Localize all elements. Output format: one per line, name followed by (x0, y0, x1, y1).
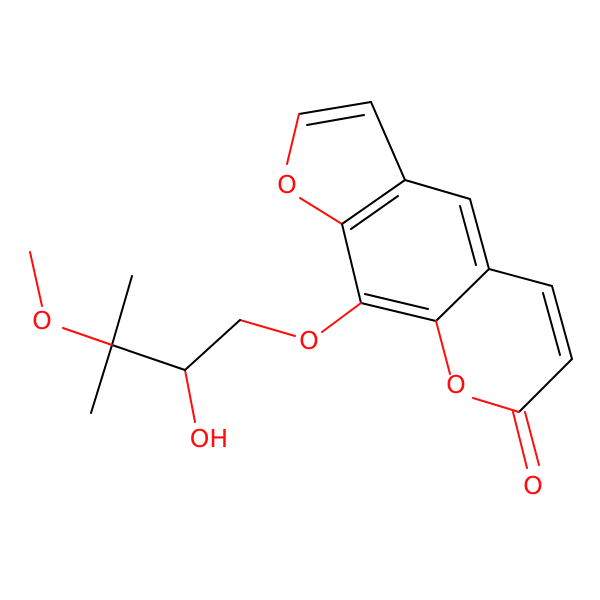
bond-c9-o-ether (321, 302, 362, 333)
bond-c8a-c9-double (364, 293, 429, 310)
bond-cquat-methyl-top (111, 275, 133, 346)
atom-label-o-methoxy: O (32, 306, 52, 335)
bond-c4-c4a (469, 198, 490, 270)
bond-ch2-choh (184, 319, 241, 371)
bond-c9-c7a (341, 223, 362, 304)
atom-label-o-ether: O (299, 326, 319, 355)
bond-c4-c4a-double (459, 205, 477, 266)
bond-o-methoxy-ch3 (29, 251, 43, 307)
bond-furan-c2-c3 (298, 101, 372, 115)
bond-group (29, 101, 573, 469)
bond-c3a-c7a (341, 179, 406, 225)
bond-furan-c3-c3a (370, 101, 406, 181)
atom-label-o-furan: O (277, 170, 297, 199)
bond-cquat-o-methoxy (62, 327, 113, 346)
bond-choh-oh (184, 369, 196, 423)
bond-choh-cquat (111, 344, 186, 371)
bond-o-furan-c2 (286, 113, 300, 165)
atom-label-o-lactone: O (446, 370, 466, 399)
bond-c4a-c8a (435, 268, 490, 322)
bond-c3a-c4 (404, 179, 471, 200)
bond-c8a-c9 (360, 302, 437, 322)
bond-cquat-methyl-bottom (90, 344, 113, 414)
bond-c6-c7 (518, 358, 573, 413)
bond-c7-o-lactone (472, 397, 520, 413)
bond-o-lactone-c8a (435, 320, 451, 375)
bond-c5-c6-double (542, 292, 561, 356)
bond-c3a-c7a-double (350, 195, 399, 230)
bond-c4a-c5 (488, 268, 553, 287)
bond-c7-o-carbonyl (512, 411, 528, 469)
bond-furan-c2-c3-double (306, 114, 365, 126)
atom-label-o-carbonyl: O (523, 471, 543, 500)
bond-c7-o-carbonyl-double (524, 411, 540, 466)
bond-o-ether-ch2 (239, 319, 296, 337)
atom-label-group: O O O OH O O (32, 170, 543, 500)
atom-label-o-hydroxyl: OH (190, 424, 228, 453)
bond-c7a-o-furan (299, 197, 343, 225)
bond-c5-c6 (551, 285, 573, 360)
